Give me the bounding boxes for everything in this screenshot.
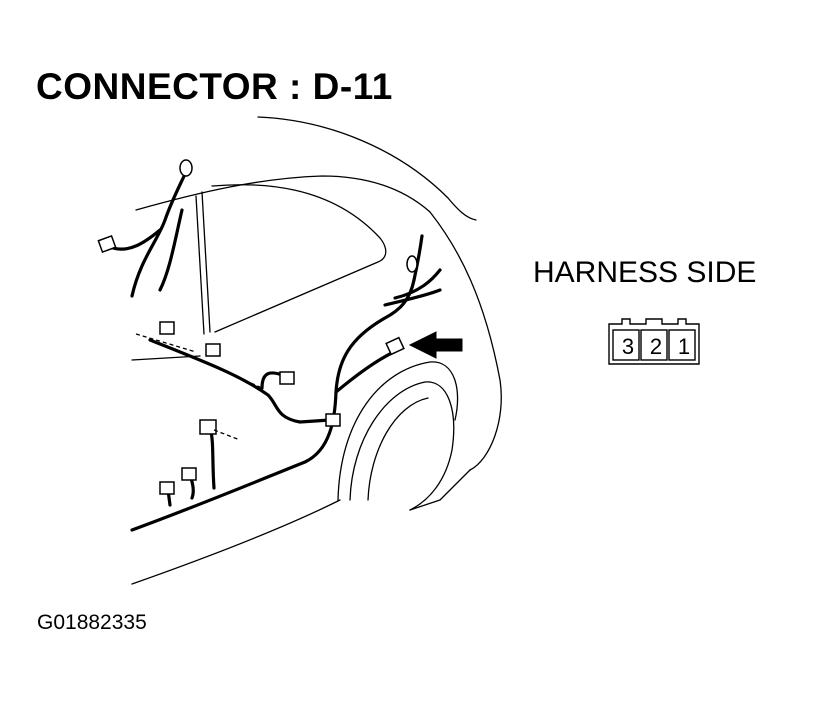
location-arrow [408,331,463,359]
tire-inner [367,397,429,501]
connector-box [159,481,175,495]
wheel-arch-outer [337,361,459,501]
ground-terminal [179,159,193,177]
tire-outer [349,381,455,511]
connector-box [159,321,175,335]
upper-left-harness [130,170,188,298]
connector-d11 [385,336,405,356]
roof-line [257,116,477,221]
pin-number: 3 [621,334,635,359]
lower-branch-3 [208,426,216,490]
harness-branch-right2 [393,268,442,300]
main-harness [130,278,416,532]
rocker-line [131,499,341,585]
connector-box [279,371,295,385]
lower-rear [409,469,471,511]
connector-face [608,318,700,365]
connector-box [97,235,117,253]
connector-box [199,419,217,435]
quarter-panel [429,211,502,471]
door-frame-front [201,191,211,333]
pin-number: 1 [677,334,691,359]
figure-id: G01882335 [37,611,147,634]
connector-box [181,467,197,481]
roof-edge [135,175,431,213]
connector-box [205,343,221,357]
mid-harness [148,338,332,424]
pin-number: 2 [649,334,663,359]
connector-box [325,413,341,427]
ground-terminal [406,255,418,273]
harness-branch-right [383,288,442,307]
rear-window [211,184,387,333]
upper-left-branch2 [158,208,184,292]
harness-branch-top [412,234,424,282]
connector-title: CONNECTOR : D-11 [36,66,393,107]
door-frame-rear [195,195,205,335]
harness-side-label: HARNESS SIDE [533,256,757,289]
